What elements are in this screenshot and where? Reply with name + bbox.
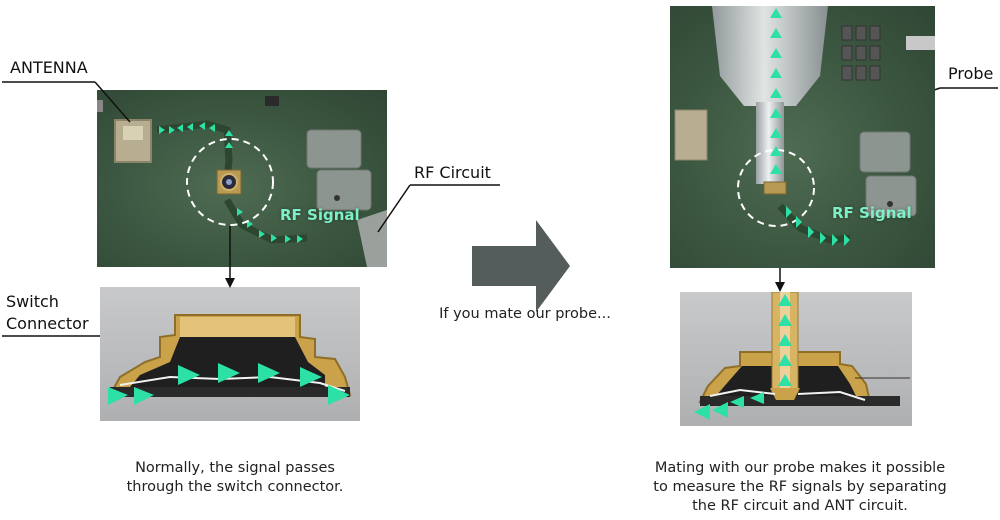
caption-left-line1: Normally, the signal passes: [135, 460, 335, 476]
rf-signal-label-left: RF Signal: [280, 206, 360, 224]
caption-left: Normally, the signal passes through the …: [90, 459, 380, 497]
signal-arrows-connector-right: [694, 294, 792, 420]
probe-highlight-circle: [737, 149, 815, 227]
signal-arrows-left: [159, 122, 303, 243]
rf-signal-label-right: RF Signal: [832, 204, 912, 222]
caption-right-line2: to measure the RF signals by separating: [653, 479, 947, 495]
connector-photo-right: [680, 292, 912, 426]
pcb-photo-right: RF Signal: [670, 6, 935, 268]
switch-connector-label-line2: Connector: [6, 314, 89, 333]
connector-highlight-circle: [186, 138, 274, 226]
transition-arrow-icon: [472, 220, 570, 312]
connector-photo-left: [100, 287, 360, 421]
caption-right: Mating with our probe makes it possible …: [630, 459, 970, 516]
caption-left-line2: through the switch connector.: [126, 479, 344, 495]
switch-connector-label-line1: Switch: [6, 292, 59, 311]
signal-arrows-connector-left: [108, 363, 350, 405]
antenna-label: ANTENNA: [10, 58, 88, 77]
caption-right-line3: the RF circuit and ANT circuit.: [692, 498, 908, 514]
caption-right-line1: Mating with our probe makes it possible: [654, 460, 946, 476]
probe-label: Probe: [948, 64, 994, 83]
rf-circuit-label: RF Circuit: [414, 163, 491, 182]
arrow-caption: If you mate our probe...: [439, 306, 611, 322]
signal-arrows-probe-top: [770, 8, 850, 246]
pcb-photo-left: RF Signal: [97, 90, 387, 267]
